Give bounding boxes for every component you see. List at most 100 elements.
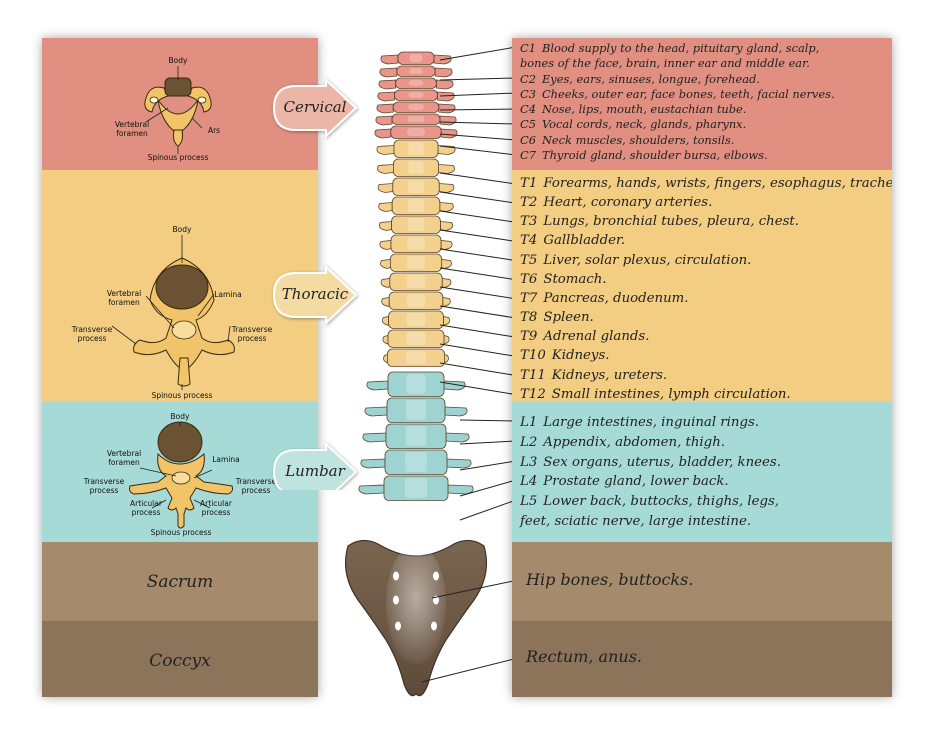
spine-thoracic-vertebra bbox=[380, 253, 452, 272]
thoracic-effect-text: Kidneys. bbox=[551, 348, 610, 364]
lumbar-effect-text: Prostate gland, lower back. bbox=[543, 474, 729, 490]
thoracic-effect-text: Gallbladder. bbox=[543, 233, 626, 249]
lumbar-band-right bbox=[512, 402, 892, 542]
lumbar-effect-code: L5 bbox=[520, 494, 538, 510]
lumbar-effect-code: L3 bbox=[520, 454, 538, 470]
thoracic-effect-code: T11 bbox=[520, 367, 546, 383]
lumbar-effect-code: L2 bbox=[520, 434, 538, 450]
sacrum-band-right bbox=[512, 542, 892, 621]
spine-thoracic-vertebra bbox=[376, 139, 456, 158]
lumbar-arrow-label: Lumbar bbox=[285, 462, 345, 480]
cervical-effect-code: C7 bbox=[520, 148, 536, 163]
lumbar-arrow bbox=[272, 441, 358, 490]
cervical-vertebra: Body Vertebral foramen Ars Spinous proce… bbox=[115, 56, 220, 162]
cervical-arc-label: Ars bbox=[208, 126, 220, 135]
cervical-foramen-label-2: foramen bbox=[116, 129, 148, 138]
thoracic-effect-code: T3 bbox=[520, 214, 538, 230]
lumbar-transverse-label-right-2: process bbox=[242, 486, 271, 495]
thoracic-effect-text: Adrenal glands. bbox=[543, 329, 650, 345]
coccyx-effects: Rectum, anus. bbox=[526, 647, 642, 666]
thoracic-transverse-label-right-1: Transverse bbox=[231, 325, 273, 334]
thoracic-lamina-label: Lamina bbox=[214, 290, 242, 299]
thoracic-effect-text: Kidneys, ureters. bbox=[551, 367, 668, 383]
thoracic-effect-item: T12 Small intestines, lymph circulation. bbox=[520, 385, 892, 404]
lumbar-effect-text: Appendix, abdomen, thigh. bbox=[543, 434, 725, 450]
spine-thoracic-vertebra bbox=[377, 158, 455, 177]
lumbar-effect-code: L1 bbox=[520, 415, 538, 430]
thoracic-effect-code: T9 bbox=[520, 329, 538, 345]
thoracic-effect-item: T10 Kidneys. bbox=[520, 346, 892, 365]
region-arrows bbox=[272, 77, 358, 490]
thoracic-effect-item: T9 Adrenal glands. bbox=[520, 327, 892, 346]
spine-thoracic-vertebra bbox=[381, 310, 451, 329]
cervical-spinous-label: Spinous process bbox=[148, 153, 209, 162]
thoracic-arrow-label: Thoracic bbox=[281, 285, 349, 303]
cervical-effect-text: Cheeks, outer ear, face bones, teeth, fa… bbox=[541, 86, 835, 101]
cervical-effect-text: bones of the face, brain, inner ear and … bbox=[520, 56, 810, 71]
spine-lumbar-vertebra bbox=[366, 371, 466, 397]
thoracic-effect-text: Pancreas, duodenum. bbox=[543, 290, 689, 306]
lumbar-articular-label-right-1: Articular bbox=[200, 499, 233, 508]
cervical-foramen-label-1: Vertebral bbox=[115, 120, 149, 129]
sacrum-band: Sacrum bbox=[42, 542, 318, 621]
spine-cervical-vertebra bbox=[377, 89, 455, 102]
spine-cervical-vertebra bbox=[379, 65, 453, 78]
thoracic-transverse-label-right-2: process bbox=[238, 334, 267, 343]
cervical-effect-code: C6 bbox=[520, 132, 536, 147]
thoracic-effect-code: T8 bbox=[520, 310, 538, 326]
cervical-effect-text: Vocal cords, neck, glands, pharynx. bbox=[541, 117, 747, 132]
cervical-band bbox=[42, 38, 318, 170]
lumbar-transverse-label-left-2: process bbox=[90, 486, 119, 495]
spine-thoracic-vertebra bbox=[380, 272, 452, 291]
spine-lumbar-vertebra bbox=[360, 449, 472, 475]
thoracic-transverse-label-left-2: process bbox=[78, 334, 107, 343]
thoracic-effect-code: T1 bbox=[520, 176, 538, 191]
thoracic-effect-text: Spleen. bbox=[543, 310, 594, 326]
left-panel: Sacrum Coccyx Body Vertebral foramen Ars… bbox=[42, 38, 318, 697]
thoracic-effect-code: T6 bbox=[520, 271, 538, 287]
thoracic-effect-code: T2 bbox=[520, 195, 538, 211]
spine-illustration bbox=[345, 51, 487, 697]
lumbar-transverse-label-left-1: Transverse bbox=[83, 477, 125, 486]
cervical-body-label: Body bbox=[169, 56, 188, 65]
lumbar-articular-label-left-1: Articular bbox=[130, 499, 163, 508]
spine-vertebrae bbox=[358, 51, 474, 501]
cervical-effect-text: Blood supply to the head, pituitary glan… bbox=[541, 41, 820, 55]
spine-thoracic-vertebra bbox=[381, 291, 451, 310]
spine-cervical-vertebra bbox=[376, 101, 456, 114]
thoracic-effect-code: T12 bbox=[520, 386, 546, 402]
lumbar-spinous-label: Spinous process bbox=[151, 528, 212, 537]
thoracic-effect-text: Liver, solar plexus, circulation. bbox=[543, 252, 752, 268]
sacrum-label: Sacrum bbox=[146, 572, 214, 592]
thoracic-foramen-label-2: foramen bbox=[108, 298, 140, 307]
lumbar-effect-text: feet, sciatic nerve, large intestine. bbox=[520, 513, 752, 529]
lumbar-body-label: Body bbox=[171, 412, 190, 421]
thoracic-effect-code: T10 bbox=[520, 348, 546, 364]
lumbar-articular-label-left-2: process bbox=[132, 508, 161, 517]
cervical-effect-code: C2 bbox=[520, 71, 536, 86]
lumbar-foramen-label-2: foramen bbox=[108, 458, 140, 467]
thoracic-body-label: Body bbox=[173, 225, 192, 234]
spine-thoracic-vertebra bbox=[379, 234, 453, 253]
coccyx-band-right bbox=[512, 621, 892, 697]
thoracic-effect-text: Small intestines, lymph circulation. bbox=[551, 386, 791, 402]
lumbar-effect-text: Sex organs, uterus, bladder, knees. bbox=[543, 454, 781, 470]
sacrum-effects: Hip bones, buttocks. bbox=[526, 570, 694, 589]
cervical-band-right bbox=[512, 38, 892, 170]
thoracic-foramen-label-1: Vertebral bbox=[107, 289, 141, 298]
